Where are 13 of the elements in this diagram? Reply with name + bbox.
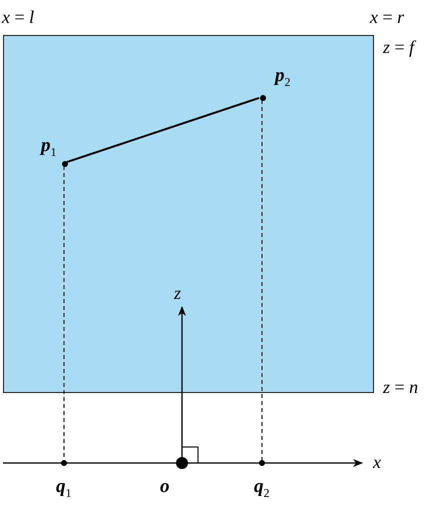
point-label: p$_{2}$ (275, 66, 290, 88)
line-segment (66, 97, 260, 163)
point-label: q$_{2}$ (254, 477, 270, 499)
region-rectangle (3, 35, 374, 393)
boundary-label: z = f (383, 38, 414, 56)
boundary-label: z = n (383, 378, 418, 396)
axis-label: z (174, 284, 182, 302)
point-label: p$_{1}$ (41, 136, 56, 158)
axis-label: x (373, 453, 381, 471)
point-label: q$_{1}$ (56, 477, 72, 499)
boundary-label: x = l (2, 8, 34, 26)
point-label: o (160, 477, 170, 496)
boundary-label: x = r (370, 8, 404, 26)
